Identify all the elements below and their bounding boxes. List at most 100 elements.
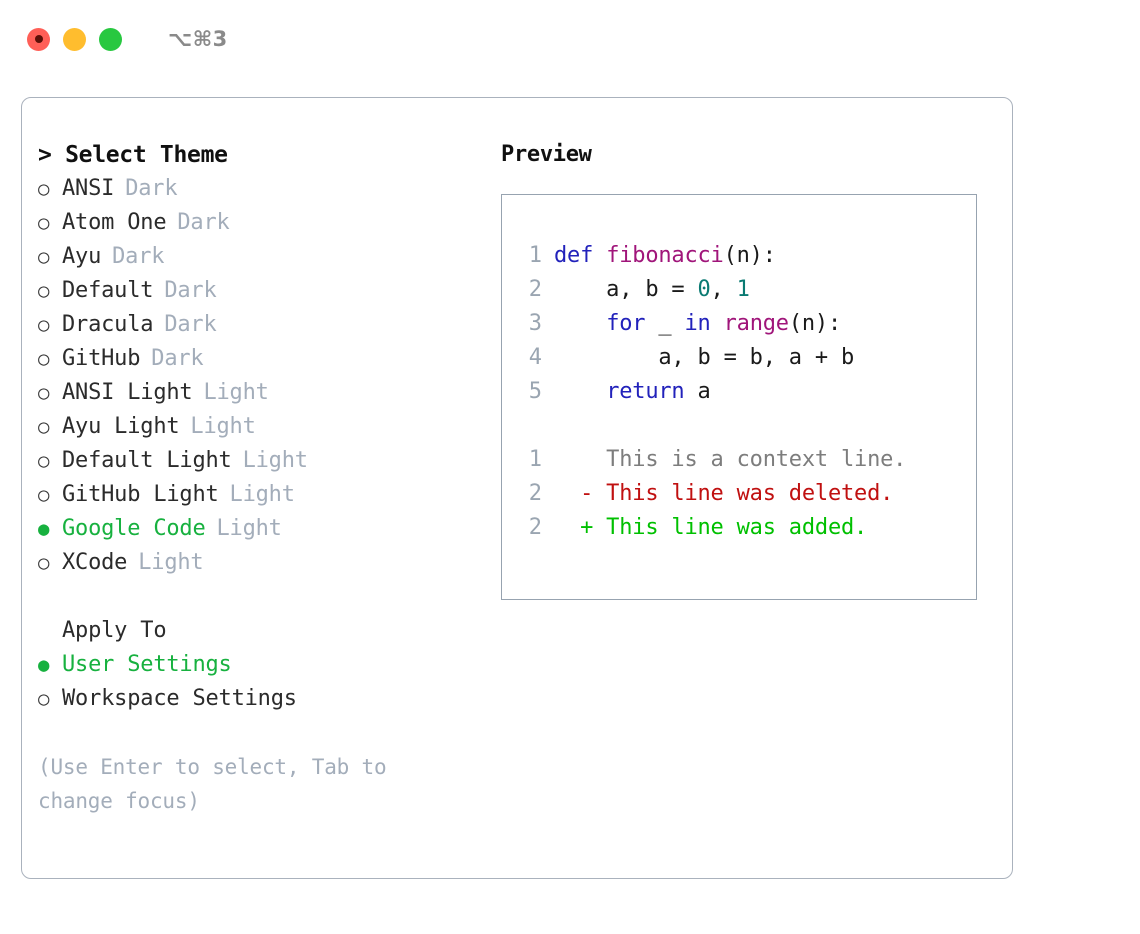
apply-to-header: Apply To (62, 618, 167, 643)
theme-option-label: GitHub (62, 346, 141, 371)
code-token-plain: , (710, 277, 737, 302)
code-token-plain: (n): (788, 311, 842, 336)
radio-unselected-icon: ○ (38, 348, 50, 370)
code-line-text: a, b = b, a + b (554, 341, 854, 375)
radio-selected-icon: ● (38, 654, 50, 676)
theme-option-label: ANSI (62, 176, 115, 201)
diff-line-text-del: - This line was deleted. (554, 481, 894, 506)
radio-unselected-icon: ○ (38, 314, 50, 336)
code-line-text: a, b = 0, 1 (554, 273, 750, 307)
close-button[interactable] (27, 27, 50, 51)
code-token-num: 0 (697, 277, 711, 302)
code-token-fn: range (723, 311, 789, 336)
spacer (38, 580, 488, 614)
apply-to-option-workspace-settings[interactable]: ○ Workspace Settings (38, 682, 488, 716)
theme-option-kind: Light (138, 550, 204, 575)
line-number: 2 (528, 515, 542, 540)
diff-line-text-ctx: This is a context line. (554, 447, 907, 472)
maximize-button[interactable] (99, 27, 122, 51)
theme-option-label: ANSI Light (62, 380, 193, 405)
code-token-kw: in (684, 311, 711, 336)
code-line: 3 for _ in range(n): (512, 307, 976, 341)
theme-option-kind: Dark (164, 312, 217, 337)
theme-option-github[interactable]: ○ GitHub Dark (38, 342, 488, 376)
theme-option-kind: Dark (151, 346, 204, 371)
line-number: 3 (528, 311, 542, 336)
code-token-fn: fibonacci (606, 243, 724, 268)
line-number: 1 (528, 243, 542, 268)
apply-to-option-label: User Settings (62, 652, 232, 677)
radio-unselected-icon: ○ (38, 280, 50, 302)
title-bar: ⌥⌘3 (0, 0, 1140, 78)
line-number: 4 (528, 345, 542, 370)
keyboard-shortcut-label: ⌥⌘3 (168, 27, 228, 51)
select-theme-header: > Select Theme (38, 142, 228, 168)
radio-unselected-icon: ○ (38, 382, 50, 404)
window-controls (27, 27, 122, 51)
apply-to-option-user-settings[interactable]: ● User Settings (38, 648, 488, 682)
theme-option-xcode[interactable]: ○ XCode Light (38, 546, 488, 580)
code-token-plain: a, b = b, a + b (554, 345, 855, 370)
minimize-button[interactable] (63, 27, 86, 51)
theme-option-kind: Dark (112, 244, 165, 269)
radio-unselected-icon: ○ (38, 178, 50, 200)
keyboard-hint-text: (Use Enter to select, Tab to change focu… (38, 755, 387, 813)
radio-unselected-icon: ○ (38, 484, 50, 506)
radio-unselected-icon: ○ (38, 212, 50, 234)
diff-line-text-add: + This line was added. (554, 515, 868, 540)
theme-option-label: Default Light (62, 448, 232, 473)
radio-selected-icon: ● (38, 518, 50, 540)
code-token-kw: return (606, 379, 685, 404)
code-token-plain: a (684, 379, 711, 404)
code-line: 2 a, b = 0, 1 (512, 273, 976, 307)
code-token-plain: a, b = (554, 277, 698, 302)
code-token-plain (554, 311, 606, 336)
diff-line: 2 - This line was deleted. (512, 477, 976, 511)
apply-to-option-label: Workspace Settings (62, 686, 297, 711)
theme-option-kind: Dark (164, 278, 217, 303)
radio-unselected-icon: ○ (38, 688, 50, 710)
theme-option-kind: Light (242, 448, 308, 473)
code-token-num: 1 (736, 277, 750, 302)
theme-option-default-light[interactable]: ○ Default Light Light (38, 444, 488, 478)
theme-option-label: Atom One (62, 210, 167, 235)
code-line: 1 def fibonacci(n): (512, 239, 976, 273)
theme-option-github-light[interactable]: ○ GitHub Light Light (38, 478, 488, 512)
theme-option-kind: Light (216, 516, 282, 541)
theme-option-label: Ayu Light (62, 414, 180, 439)
radio-unselected-icon: ○ (38, 246, 50, 268)
apply-to-list[interactable]: ● User Settings ○ Workspace Settings (38, 648, 488, 716)
theme-option-default[interactable]: ○ Default Dark (38, 274, 488, 308)
radio-unselected-icon: ○ (38, 450, 50, 472)
theme-option-label: Google Code (62, 516, 206, 541)
theme-option-label: XCode (62, 550, 128, 575)
code-line-text: for _ in range(n): (554, 307, 841, 341)
code-token-plain (711, 311, 724, 336)
code-token-kw: def (554, 243, 607, 268)
code-line-text: def fibonacci(n): (554, 239, 776, 273)
theme-option-label: GitHub Light (62, 482, 219, 507)
line-number: 1 (528, 447, 542, 472)
theme-option-label: Default (62, 278, 154, 303)
code-line: 5 return a (512, 375, 976, 409)
theme-option-google-code[interactable]: ● Google Code Light (38, 512, 488, 546)
theme-option-kind: Light (229, 482, 295, 507)
diff-line: 1 This is a context line. (512, 443, 976, 477)
code-token-plain: (n): (723, 243, 776, 268)
radio-unselected-icon: ○ (38, 552, 50, 574)
diff-sample: 1 This is a context line.2 - This line w… (512, 443, 976, 545)
code-line-text: return a (554, 375, 711, 409)
code-token-plain (554, 379, 606, 404)
